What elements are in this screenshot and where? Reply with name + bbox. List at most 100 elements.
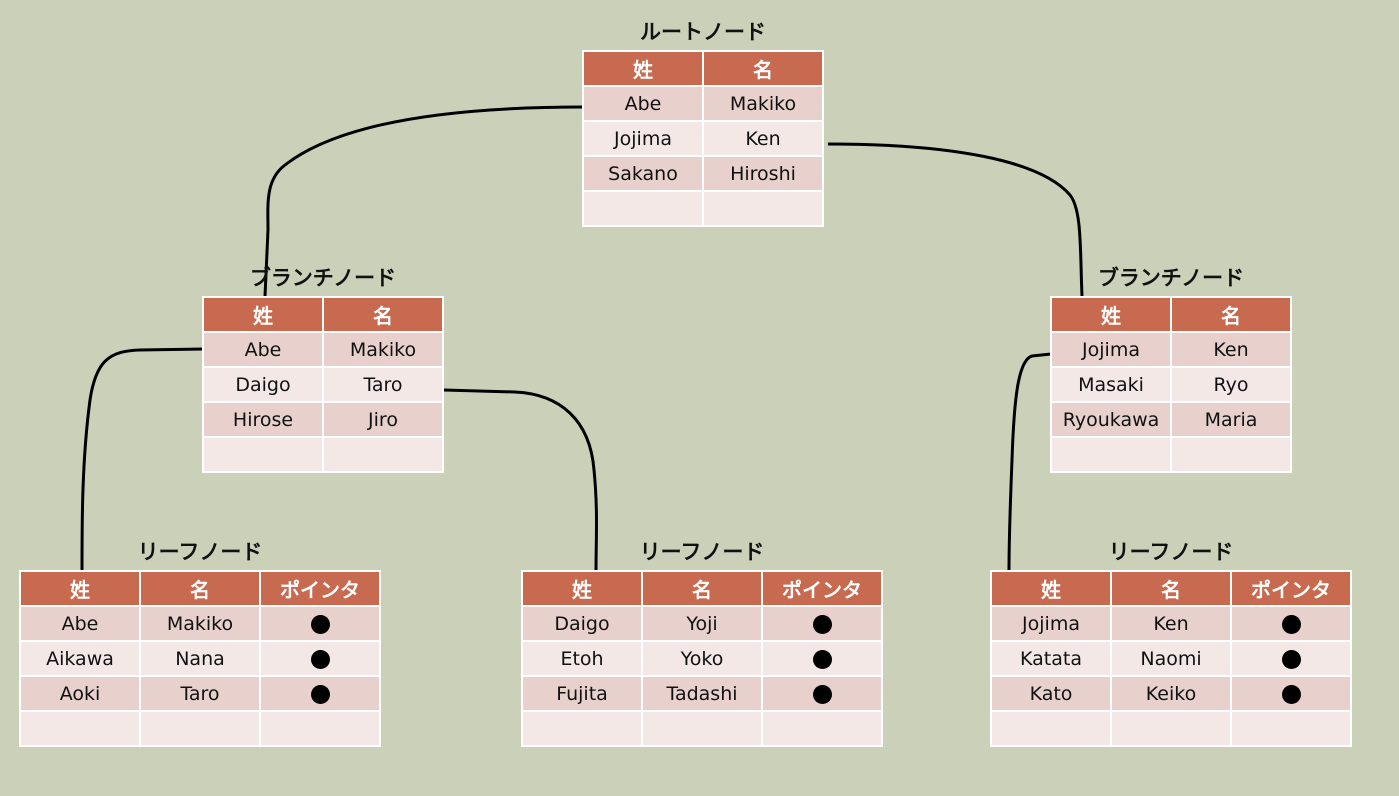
pointer-dot-icon [812, 684, 832, 704]
leaf-node-3-table: 姓 名 ポインタ Jojima Ken Katata Naomi Kato Ke… [990, 570, 1352, 747]
table-row: Abe Makiko [582, 85, 824, 122]
pointer-dot-icon [1281, 649, 1301, 669]
cell-first-name: Nana [139, 640, 261, 677]
col-header-first-name: 名 [1170, 296, 1292, 333]
pointer-cell [1230, 675, 1352, 712]
cell-last-name [582, 190, 704, 227]
cell-last-name: Hirose [202, 401, 324, 438]
cell-last-name: Masaki [1050, 366, 1172, 403]
root-node: ルートノード 姓 名 Abe Makiko Jojima Ken Sakano … [582, 20, 824, 227]
cell-first-name: Jiro [322, 401, 444, 438]
table-row [521, 710, 883, 747]
pointer-cell [761, 605, 883, 642]
pointer-cell [761, 640, 883, 677]
pointer-cell [259, 640, 381, 677]
branch-node-right: ブランチノード 姓 名 Jojima Ken Masaki Ryo Ryouka… [1050, 266, 1292, 473]
pointer-cell [761, 710, 883, 747]
cell-first-name [641, 710, 763, 747]
cell-last-name: Sakano [582, 155, 704, 192]
pointer-dot-icon [310, 649, 330, 669]
table-row: Aikawa Nana [19, 640, 381, 677]
col-header-first-name: 名 [1110, 570, 1232, 607]
pointer-dot-icon [812, 649, 832, 669]
table-row: Abe Makiko [19, 605, 381, 642]
table-row [582, 190, 824, 227]
pointer-cell [259, 605, 381, 642]
leaf-node-1-title: リーフノード [137, 540, 263, 564]
table-row [202, 436, 444, 473]
col-header-last-name: 姓 [990, 570, 1112, 607]
table-row: Jojima Ken [990, 605, 1352, 642]
cell-last-name [1050, 436, 1172, 473]
cell-last-name: Kato [990, 675, 1112, 712]
pointer-cell [761, 675, 883, 712]
cell-first-name: Taro [322, 366, 444, 403]
pointer-cell [1230, 640, 1352, 677]
branch-node-right-title: ブランチノード [1097, 266, 1245, 290]
table-row: Katata Naomi [990, 640, 1352, 677]
branch-node-left-table: 姓 名 Abe Makiko Daigo Taro Hirose Jiro [202, 296, 444, 473]
table-row: Fujita Tadashi [521, 675, 883, 712]
leaf-node-2-table: 姓 名 ポインタ Daigo Yoji Etoh Yoko Fujita Tad… [521, 570, 883, 747]
cell-last-name: Abe [582, 85, 704, 122]
col-header-pointer: ポインタ [761, 570, 883, 607]
cell-last-name: Jojima [582, 120, 704, 157]
cell-first-name [1170, 436, 1292, 473]
col-header-first-name: 名 [702, 50, 824, 87]
table-row: Masaki Ryo [1050, 366, 1292, 403]
col-header-last-name: 姓 [1050, 296, 1172, 333]
table-row: Hirose Jiro [202, 401, 444, 438]
cell-first-name: Ryo [1170, 366, 1292, 403]
cell-last-name: Ryoukawa [1050, 401, 1172, 438]
pointer-dot-icon [310, 614, 330, 634]
table-row: Sakano Hiroshi [582, 155, 824, 192]
table-row [19, 710, 381, 747]
cell-first-name: Makiko [139, 605, 261, 642]
cell-last-name [202, 436, 324, 473]
leaf-node-3: リーフノード 姓 名 ポインタ Jojima Ken Katata Naomi [990, 540, 1352, 747]
table-row [990, 710, 1352, 747]
table-row: Ryoukawa Maria [1050, 401, 1292, 438]
cell-last-name [521, 710, 643, 747]
table-row: Jojima Ken [1050, 331, 1292, 368]
cell-first-name: Maria [1170, 401, 1292, 438]
table-row: Kato Keiko [990, 675, 1352, 712]
pointer-cell [1230, 710, 1352, 747]
branch-node-right-table: 姓 名 Jojima Ken Masaki Ryo Ryoukawa Maria [1050, 296, 1292, 473]
cell-last-name: Abe [202, 331, 324, 368]
pointer-dot-icon [310, 684, 330, 704]
cell-last-name: Aikawa [19, 640, 141, 677]
branch-node-left: ブランチノード 姓 名 Abe Makiko Daigo Taro Hirose… [202, 266, 444, 473]
pointer-cell [259, 675, 381, 712]
cell-first-name [139, 710, 261, 747]
table-row [1050, 436, 1292, 473]
cell-first-name [322, 436, 444, 473]
col-header-first-name: 名 [139, 570, 261, 607]
col-header-pointer: ポインタ [259, 570, 381, 607]
cell-first-name: Yoko [641, 640, 763, 677]
col-header-last-name: 姓 [521, 570, 643, 607]
cell-last-name [19, 710, 141, 747]
cell-last-name: Abe [19, 605, 141, 642]
cell-last-name: Aoki [19, 675, 141, 712]
cell-first-name: Makiko [702, 85, 824, 122]
root-node-table: 姓 名 Abe Makiko Jojima Ken Sakano Hiroshi [582, 50, 824, 227]
cell-first-name: Ken [1110, 605, 1232, 642]
cell-first-name: Ken [1170, 331, 1292, 368]
cell-first-name [702, 190, 824, 227]
cell-first-name: Makiko [322, 331, 444, 368]
col-header-first-name: 名 [322, 296, 444, 333]
table-row: Jojima Ken [582, 120, 824, 157]
pointer-cell [1230, 605, 1352, 642]
cell-last-name: Daigo [521, 605, 643, 642]
leaf-node-1: リーフノード 姓 名 ポインタ Abe Makiko Aikawa Nana [19, 540, 381, 747]
root-node-title: ルートノード [640, 20, 766, 44]
cell-first-name: Taro [139, 675, 261, 712]
table-row: Abe Makiko [202, 331, 444, 368]
cell-first-name [1110, 710, 1232, 747]
cell-last-name: Jojima [990, 605, 1112, 642]
cell-last-name: Fujita [521, 675, 643, 712]
table-row: Etoh Yoko [521, 640, 883, 677]
leaf-node-3-title: リーフノード [1108, 540, 1234, 564]
